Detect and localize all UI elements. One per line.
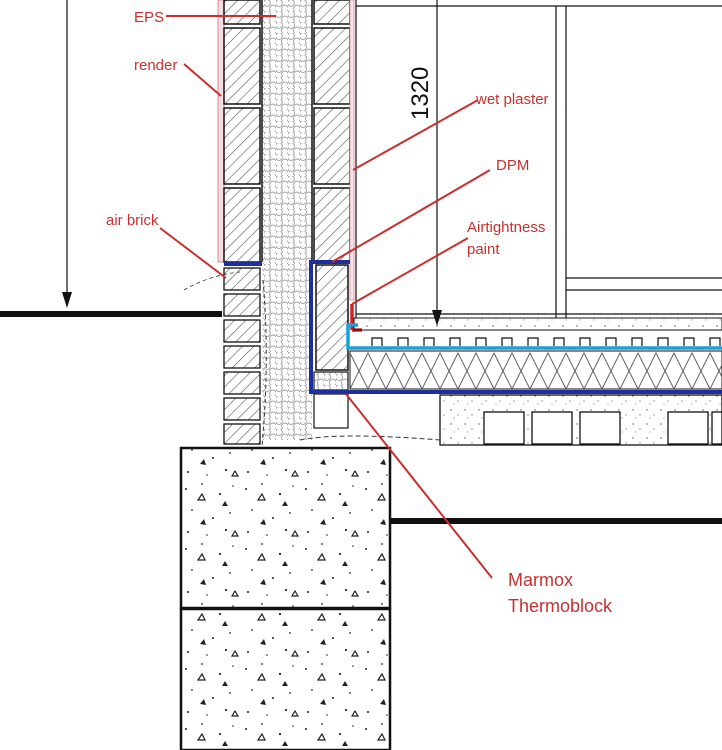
- dpm-membrane: [224, 260, 722, 394]
- internal-wall-frame: [355, 0, 722, 318]
- annotation-leaders: [159, 15, 493, 579]
- inner-leaf-blocks: [313, 0, 351, 371]
- beam-and-block-floor: [439, 394, 722, 446]
- dimension-text-1320: 1320: [407, 67, 434, 120]
- eps-cavity-fill: [262, 0, 312, 440]
- label-eps: EPS: [134, 9, 164, 26]
- label-wet-plaster: wet plaster: [475, 91, 549, 108]
- outer-leaf-blocks: [223, 0, 261, 263]
- floor-insulation: [349, 350, 722, 390]
- label-render: render: [134, 57, 177, 74]
- floor-screed: [353, 317, 722, 331]
- label-airtightness-line2: paint: [467, 241, 500, 258]
- label-marmox-line1: Marmox: [508, 570, 573, 590]
- wet-plaster-layer: [349, 0, 355, 301]
- render-layer: [217, 0, 225, 263]
- foundation-upper: [179, 446, 392, 610]
- label-marmox-line2: Thermoblock: [508, 596, 613, 616]
- below-dpc-bricks: [223, 267, 261, 445]
- foundation-lower: [179, 607, 392, 750]
- label-air-brick: air brick: [106, 212, 159, 229]
- underfloor-pipes: [371, 337, 721, 346]
- label-airtightness-line1: Airtightness: [467, 219, 545, 236]
- marmox-thermoblock: [313, 371, 349, 391]
- label-dpm: DPM: [496, 157, 529, 174]
- dimension-arrow-1320: [432, 310, 442, 326]
- airtightness-cyan-line: [346, 323, 722, 350]
- dimension-arrow-left: [62, 292, 72, 308]
